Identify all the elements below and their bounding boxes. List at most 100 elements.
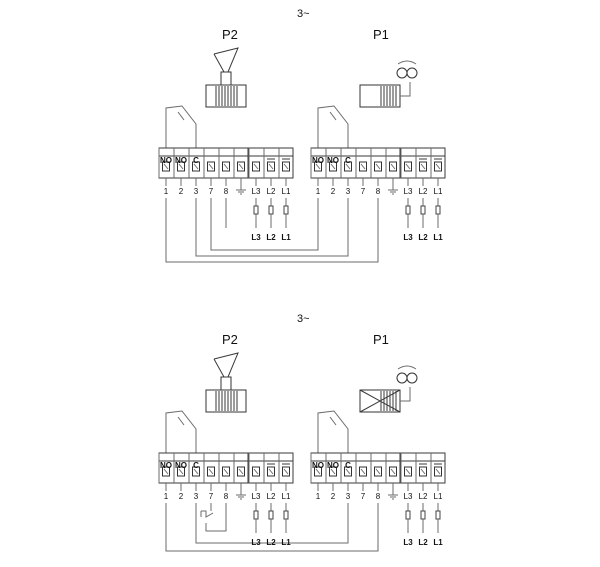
- pump-p1-link: [400, 387, 411, 402]
- terminal-9: L1: [430, 148, 443, 196]
- screw-slot: [345, 468, 351, 475]
- screw-slot: [163, 468, 169, 475]
- terminal-top-label: NO: [175, 461, 187, 470]
- terminal-4: 7: [203, 453, 215, 501]
- fuse: [283, 205, 289, 215]
- control-box-p1: [317, 410, 349, 453]
- terminal-number: 7: [209, 492, 214, 501]
- ground-symbol: [236, 186, 246, 195]
- terminal-top-label: NO: [327, 461, 339, 470]
- pump-p2: [205, 47, 247, 108]
- terminal-7: L3: [248, 148, 261, 196]
- pump-p2: [205, 352, 247, 413]
- screw-slot: [330, 163, 336, 170]
- wire-1-to-8: [165, 198, 379, 263]
- screw-slot: [315, 163, 321, 170]
- terminal-number: L1: [434, 492, 443, 501]
- control-box-contact: [177, 111, 185, 121]
- pump-p1-link: [400, 82, 411, 97]
- wire-7-to-1: [210, 198, 319, 251]
- screw-slot: [345, 163, 351, 170]
- terminal-3: C3: [188, 453, 200, 501]
- phase-label: 3~: [297, 8, 310, 20]
- screw-slot: [420, 163, 426, 170]
- terminal-7: L3: [248, 453, 261, 501]
- terminal-9: L1: [430, 453, 443, 501]
- fuse: [420, 205, 426, 215]
- terminal-8: L2: [263, 148, 276, 196]
- rotation-arrow: [397, 60, 417, 65]
- terminal-1: NO1: [158, 453, 172, 501]
- terminal-number: 2: [179, 187, 184, 196]
- terminal-number: 3: [194, 187, 199, 196]
- screw-slot: [435, 468, 441, 475]
- supply-label-l2: L2: [266, 538, 276, 547]
- phase-label: 3~: [297, 313, 310, 325]
- terminal-number: 7: [361, 187, 366, 196]
- terminal-4: 7: [355, 453, 367, 501]
- terminal-number: 1: [316, 187, 321, 196]
- screw-slot: [375, 163, 381, 170]
- supply-label-l1: L1: [433, 233, 443, 242]
- terminal-2: NO2: [173, 453, 187, 501]
- control-box-p1: [317, 105, 349, 148]
- terminal-number: 1: [316, 492, 321, 501]
- terminal-1: NO 1: [310, 148, 324, 196]
- terminal-5: 8: [218, 453, 230, 501]
- control-box-outline: [165, 410, 197, 453]
- rotation-circle-right: [406, 67, 418, 79]
- terminal-4: 7: [203, 148, 215, 196]
- screw-slot: [268, 468, 274, 475]
- p1-label: P1: [373, 27, 389, 42]
- supply-label-l1: L1: [281, 233, 291, 242]
- pump-p2-body: [205, 389, 247, 413]
- pump-p2-float: [213, 352, 239, 378]
- screw-slot: [208, 163, 214, 170]
- terminal-number: 2: [331, 187, 336, 196]
- supply-label-l2: L2: [418, 538, 428, 547]
- terminal-2: NO2: [325, 453, 339, 501]
- terminal-2: NO2: [173, 148, 187, 196]
- terminal-number: 3: [346, 187, 351, 196]
- supply-label-l3: L3: [403, 538, 413, 547]
- screw-slot: [330, 468, 336, 475]
- terminal-number: 1: [164, 187, 169, 196]
- terminal-number: 3: [346, 492, 351, 501]
- terminal-number: L1: [282, 187, 291, 196]
- p2-label: P2: [222, 27, 238, 42]
- terminal-number: 8: [376, 187, 381, 196]
- screw-slot: [420, 468, 426, 475]
- ground-symbol: [236, 491, 246, 500]
- terminal-number: 7: [361, 492, 366, 501]
- screw-slot: [283, 163, 289, 170]
- terminal-top-label: NO: [160, 461, 172, 470]
- supply-label-l3: L3: [403, 233, 413, 242]
- terminal-number: L1: [434, 187, 443, 196]
- terminal-top-label: NO: [312, 156, 324, 165]
- terminal-number: L3: [404, 187, 413, 196]
- supply-label-l3: L3: [251, 538, 261, 547]
- switch-wire-8: [205, 503, 227, 532]
- fuse: [253, 205, 259, 215]
- wire-3-to-3: [195, 198, 349, 257]
- screw-slot: [193, 163, 199, 170]
- terminal-top-label: C: [193, 461, 199, 470]
- terminal-number: L2: [267, 187, 276, 196]
- supply-label-l3: L3: [251, 233, 261, 242]
- terminal-number: L2: [419, 187, 428, 196]
- terminal-top-label: C: [193, 156, 199, 165]
- terminal-top-label: C: [345, 461, 351, 470]
- terminal-6: [233, 453, 245, 491]
- terminal-6: [233, 148, 245, 186]
- pump-p1-body: [359, 84, 401, 108]
- fuse: [268, 510, 274, 520]
- screw-slot: [405, 163, 411, 170]
- rotation-arrow: [397, 365, 417, 370]
- pump-p2-neck: [220, 376, 232, 391]
- pump-p1: [359, 365, 418, 413]
